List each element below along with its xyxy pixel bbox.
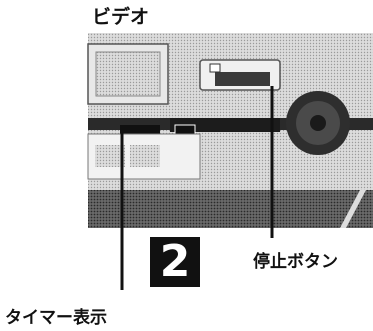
vcr-body	[87, 33, 373, 228]
timer-display-shape	[120, 125, 160, 135]
stop-button-shape	[215, 72, 270, 86]
page-title: ビデオ	[92, 6, 150, 28]
step-number-badge: 2	[150, 237, 200, 287]
timer-display-label: タイマー表示	[5, 308, 107, 328]
stop-button-label: 停止ボタン	[253, 252, 338, 272]
